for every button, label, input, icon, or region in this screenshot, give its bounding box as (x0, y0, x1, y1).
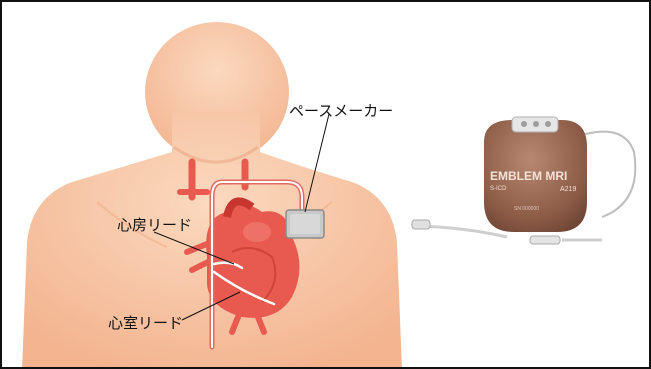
device-photo: EMBLEM MRI S-ICD A219 SN 000000 (412, 117, 635, 244)
device-serial: SN 000000 (514, 206, 539, 212)
atrial-lead-label: 心房リード (117, 214, 192, 235)
pacemaker-label: ペースメーカー (289, 100, 393, 121)
device-brand: EMBLEM MRI (490, 169, 567, 183)
ventricular-lead-label: 心室リード (108, 312, 183, 333)
device-subtitle: S-ICD (490, 186, 507, 192)
device-model: A219 (560, 186, 576, 193)
pacemaker-box (286, 210, 324, 238)
